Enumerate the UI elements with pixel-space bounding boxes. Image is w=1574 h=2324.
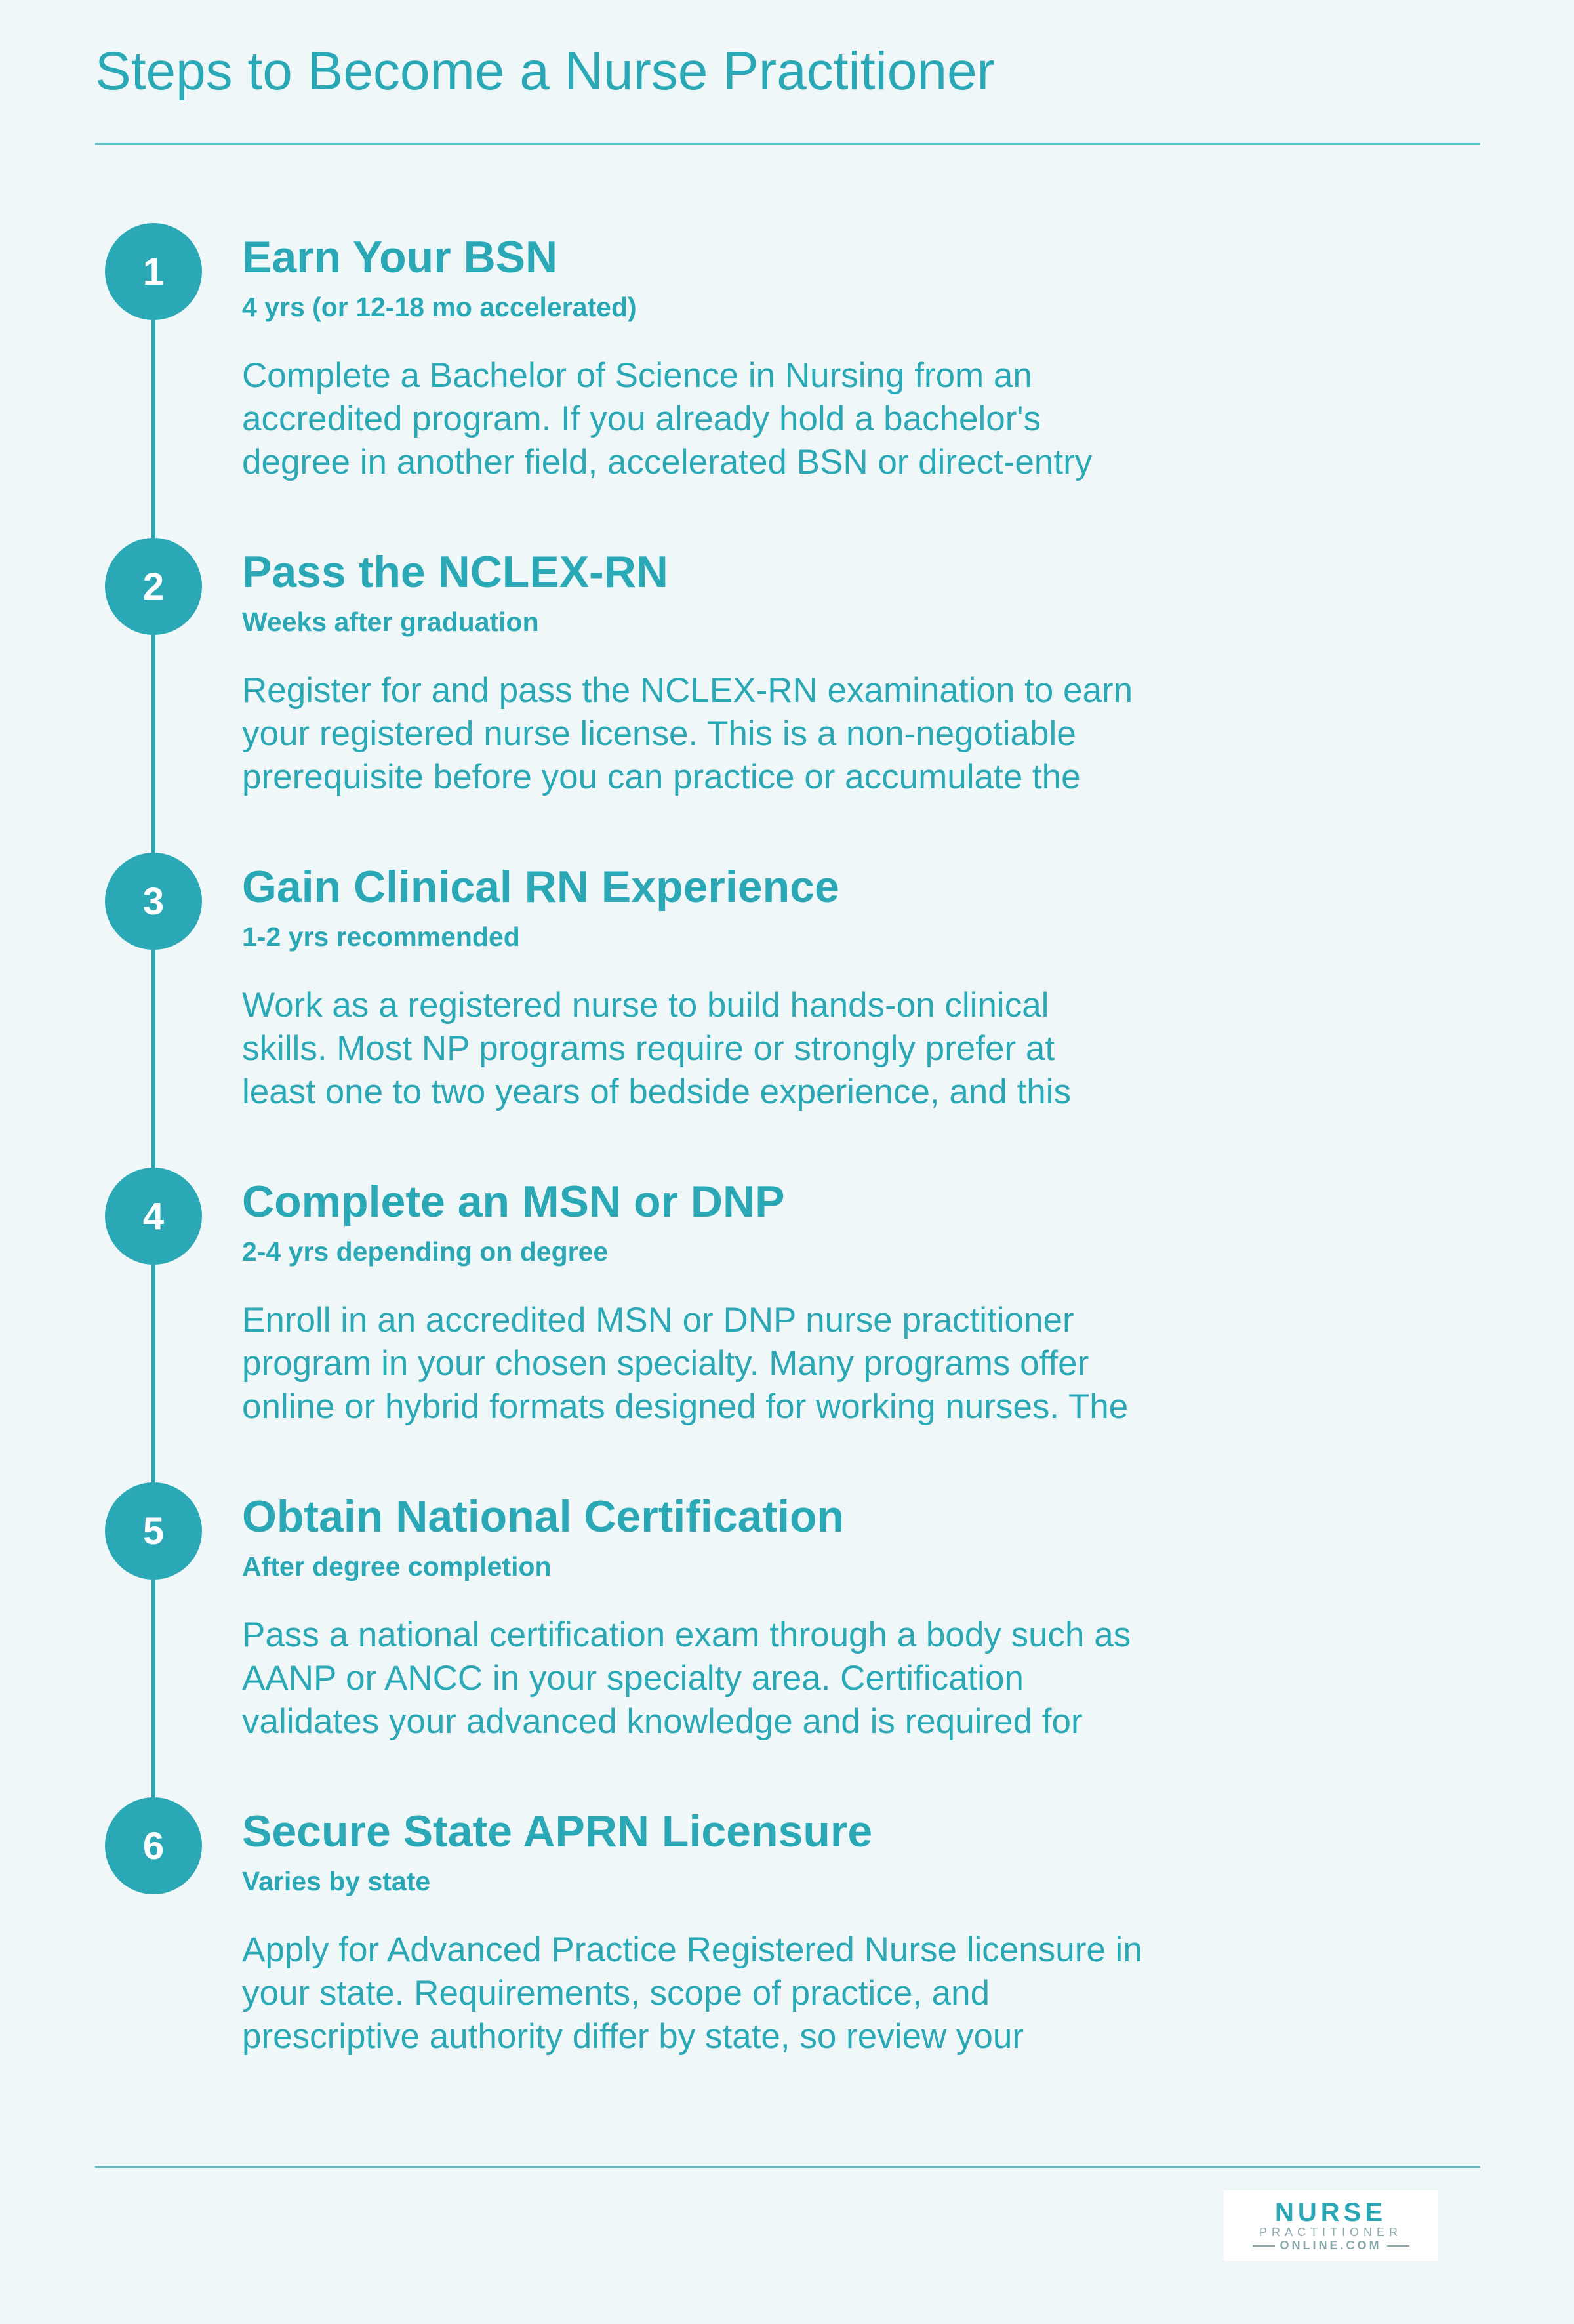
step-description: Register for and pass the NCLEX-RN exami… — [242, 669, 1291, 799]
description-line: Enroll in an accredited MSN or DNP nurse… — [242, 1301, 1074, 1339]
step-duration: Varies by state — [242, 1866, 431, 1896]
description-line: online or hybrid formats designed for wo… — [242, 1387, 1129, 1426]
step-number-badge: 6 — [105, 1797, 202, 1894]
site-logo[interactable]: NURSE PRACTITIONER ONLINE.COM — [1224, 2190, 1438, 2261]
description-line: prerequisite before you can practice or … — [242, 758, 1081, 796]
step-title: Pass the NCLEX-RN — [242, 547, 668, 597]
description-line: Apply for Advanced Practice Registered N… — [242, 1930, 1142, 1969]
description-line: program in your chosen specialty. Many p… — [242, 1344, 1089, 1383]
logo-sub-text: PRACTITIONER — [1259, 2226, 1402, 2239]
step-description: Apply for Advanced Practice Registered N… — [242, 1928, 1291, 2058]
step-description: Pass a national certification exam throu… — [242, 1614, 1291, 1743]
step-number-badge: 3 — [105, 853, 202, 950]
step-number-badge: 1 — [105, 223, 202, 320]
bottom-divider — [95, 2166, 1480, 2168]
step-title: Obtain National Certification — [242, 1492, 845, 1541]
step-duration: Weeks after graduation — [242, 607, 539, 637]
step-title: Earn Your BSN — [242, 232, 558, 282]
description-line: least one to two years of bedside experi… — [242, 1072, 1071, 1111]
step-duration: 2-4 yrs depending on degree — [242, 1236, 609, 1267]
description-line: validates your advanced knowledge and is… — [242, 1702, 1083, 1741]
top-divider — [95, 143, 1480, 145]
step-title: Complete an MSN or DNP — [242, 1177, 785, 1227]
description-line: your registered nurse license. This is a… — [242, 714, 1076, 753]
logo-domain-text: ONLINE.COM — [1247, 2239, 1415, 2252]
step-duration: After degree completion — [242, 1551, 552, 1581]
step-description: Work as a registered nurse to build hand… — [242, 984, 1291, 1114]
step-description: Enroll in an accredited MSN or DNP nurse… — [242, 1299, 1291, 1429]
logo-main-text: NURSE — [1274, 2198, 1387, 2227]
step-duration: 4 yrs (or 12-18 mo accelerated) — [242, 292, 637, 322]
description-line: AANP or ANCC in your specialty area. Cer… — [242, 1659, 1024, 1698]
description-line: accredited program. If you already hold … — [242, 399, 1041, 438]
description-line: degree in another field, accelerated BSN… — [242, 443, 1093, 481]
description-line: Work as a registered nurse to build hand… — [242, 986, 1049, 1025]
step-duration: 1-2 yrs recommended — [242, 922, 520, 952]
step-number-badge: 2 — [105, 538, 202, 635]
description-line: your state. Requirements, scope of pract… — [242, 1974, 990, 2012]
description-line: Register for and pass the NCLEX-RN exami… — [242, 671, 1133, 710]
description-line: prescriptive authority differ by state, … — [242, 2017, 1024, 2056]
description-line: skills. Most NP programs require or stro… — [242, 1029, 1055, 1068]
timeline-line — [151, 272, 155, 1853]
step-title: Secure State APRN Licensure — [242, 1806, 873, 1856]
step-description: Complete a Bachelor of Science in Nursin… — [242, 354, 1291, 484]
step-number-badge: 4 — [105, 1168, 202, 1265]
description-line: Pass a national certification exam throu… — [242, 1616, 1131, 1654]
step-title: Gain Clinical RN Experience — [242, 862, 839, 912]
page-title: Steps to Become a Nurse Practitioner — [95, 41, 995, 101]
description-line: Complete a Bachelor of Science in Nursin… — [242, 356, 1032, 395]
step-number-badge: 5 — [105, 1482, 202, 1580]
